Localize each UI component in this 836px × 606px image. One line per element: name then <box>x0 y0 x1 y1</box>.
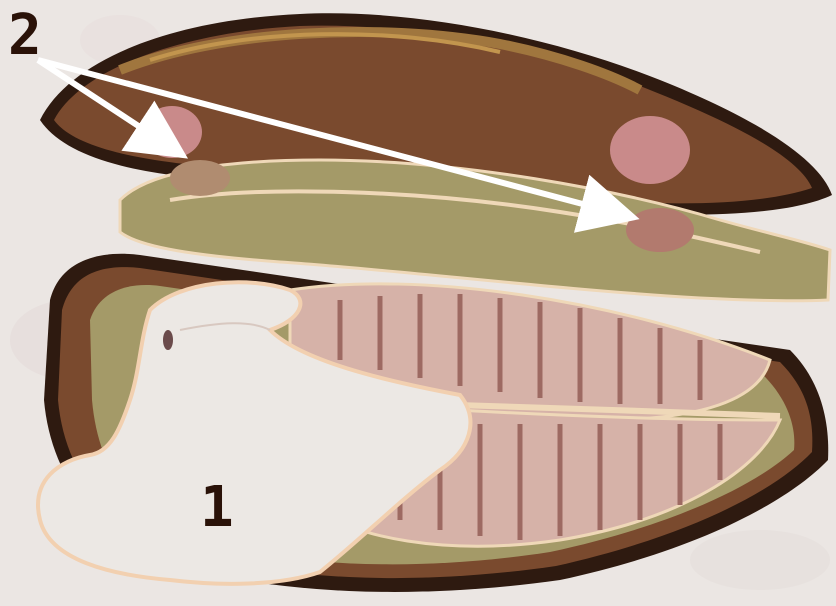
mantle-muscle-left <box>170 160 230 196</box>
mantle-muscle-right <box>626 208 694 252</box>
label-2: 2 <box>8 8 42 64</box>
label-1: 1 <box>200 480 234 536</box>
foot-mark <box>163 330 173 350</box>
upper-muscle-right <box>610 116 690 184</box>
